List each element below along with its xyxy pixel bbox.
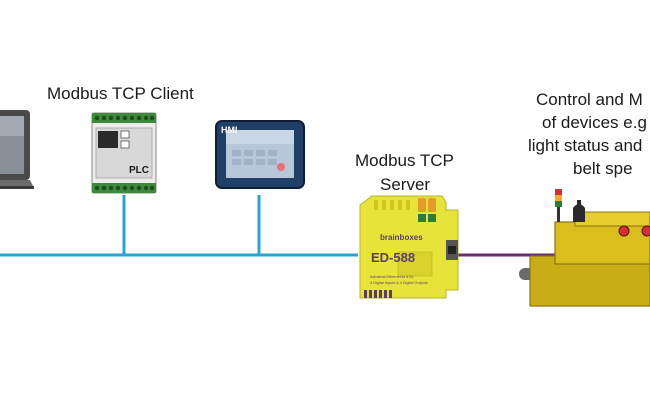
- plc-icon: PLC: [91, 112, 157, 194]
- hmi-icon: HMI: [215, 120, 305, 189]
- hmi-label: HMI: [221, 125, 238, 135]
- ed588-description-2: 4 Digital Inputs & 4 Digital Outputs: [370, 281, 428, 285]
- laptop-icon: [0, 110, 34, 189]
- ed588-model: ED-588: [371, 250, 415, 265]
- server-label-line-1: Modbus TCP: [355, 151, 454, 170]
- control-label-line-4: belt spe: [573, 159, 633, 178]
- server-label-line-2: Server: [380, 175, 431, 194]
- machine-icon: [519, 189, 650, 307]
- ed588-device-icon: brainboxes ED-588 Industrial Ethernet to…: [359, 195, 459, 299]
- control-label-line-2: of devices e.g: [542, 113, 647, 132]
- control-label-line-3: light status and: [528, 136, 643, 155]
- ed588-description-1: Industrial Ethernet to 4 DI,: [370, 275, 414, 279]
- client-label: Modbus TCP Client: [47, 84, 194, 103]
- ethernet-network: [0, 195, 358, 257]
- plc-label: PLC: [129, 165, 149, 176]
- control-label-line-1: Control and M: [536, 90, 643, 109]
- ed588-brand: brainboxes: [380, 233, 423, 242]
